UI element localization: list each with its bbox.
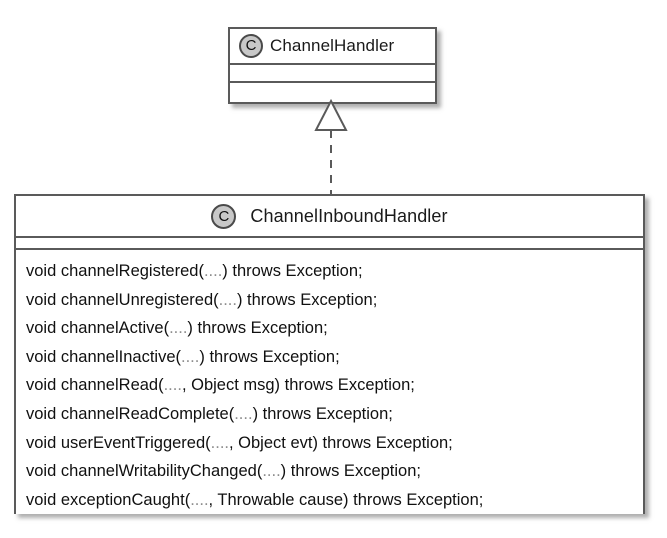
- class-box-channelinboundhandler[interactable]: C ChannelInboundHandler void channelRegi…: [14, 194, 645, 515]
- operation-signature-prefix: void channelReadComplete(: [26, 404, 235, 423]
- operation-signature-prefix: void channelRegistered(: [26, 262, 204, 280]
- operation-line: void channelUnregistered(....) throws Ex…: [26, 286, 643, 315]
- operation-line: void channelInactive(....) throws Except…: [26, 343, 643, 372]
- operation-args-ellipsis: ....: [190, 490, 209, 509]
- operation-args-ellipsis: ....: [210, 433, 229, 452]
- operation-signature-prefix: void channelInactive(: [26, 347, 182, 366]
- operation-args-ellipsis: ....: [218, 290, 237, 309]
- operation-line: void channelRead(...., Object msg) throw…: [26, 371, 643, 400]
- operation-line: void userEventTriggered(...., Object evt…: [26, 429, 643, 458]
- operation-signature-prefix: void channelRead(: [26, 376, 164, 395]
- realization-connector: [314, 98, 348, 198]
- operation-args-ellipsis: ....: [181, 347, 200, 366]
- class-operations-compartment: [230, 83, 435, 102]
- operation-signature-suffix: , Object evt) throws Exception;: [229, 433, 453, 452]
- operation-signature-suffix: ) throws Exception;: [252, 404, 393, 423]
- operation-line: void channelReadComplete(....) throws Ex…: [26, 400, 643, 429]
- class-name-label: ChannelHandler: [270, 36, 395, 55]
- operation-signature-suffix: ) throws Exception;: [222, 262, 363, 280]
- operation-line: void channelWritabilityChanged(....) thr…: [26, 457, 643, 486]
- operation-line: void exceptionCaught(...., Throwable cau…: [26, 486, 643, 515]
- operation-args-ellipsis: ....: [203, 262, 223, 280]
- operation-args-ellipsis: ....: [169, 319, 188, 338]
- operation-args-ellipsis: ....: [234, 404, 253, 423]
- operation-signature-suffix: , Throwable cause) throws Exception;: [208, 490, 484, 509]
- class-box-channelhandler[interactable]: C ChannelHandler: [228, 27, 437, 104]
- operation-signature-prefix: void channelUnregistered(: [26, 290, 219, 309]
- operation-signature-prefix: void channelWritabilityChanged(: [26, 462, 263, 481]
- class-attributes-compartment: [16, 238, 643, 250]
- operation-args-ellipsis: ....: [262, 462, 281, 481]
- operation-line: void channelRegistered(....) throws Exce…: [26, 257, 643, 286]
- operation-signature-suffix: ) throws Exception;: [187, 319, 328, 338]
- operation-signature-suffix: ) throws Exception;: [236, 290, 378, 309]
- class-header-channelinboundhandler: C ChannelInboundHandler: [16, 196, 643, 238]
- operation-signature-prefix: void exceptionCaught(: [26, 490, 191, 509]
- class-header-channelhandler: C ChannelHandler: [230, 29, 435, 65]
- class-attributes-compartment: [230, 65, 435, 83]
- operation-args-ellipsis: ....: [163, 376, 182, 395]
- operation-signature-suffix: ) throws Exception;: [280, 462, 421, 481]
- class-operations-compartment: void channelRegistered(....) throws Exce…: [16, 250, 643, 515]
- operation-signature-prefix: void userEventTriggered(: [26, 433, 211, 452]
- operation-signature-suffix: , Object msg) throws Exception;: [181, 376, 415, 395]
- class-circle-icon: C: [239, 34, 263, 58]
- operation-signature-prefix: void channelActive(: [26, 319, 170, 338]
- class-circle-icon: C: [211, 203, 237, 229]
- class-name-label: ChannelInboundHandler: [250, 205, 448, 226]
- operation-signature-suffix: ) throws Exception;: [199, 347, 340, 366]
- operation-line: void channelActive(....) throws Exceptio…: [26, 314, 643, 343]
- hollow-triangle-arrowhead: [314, 98, 348, 131]
